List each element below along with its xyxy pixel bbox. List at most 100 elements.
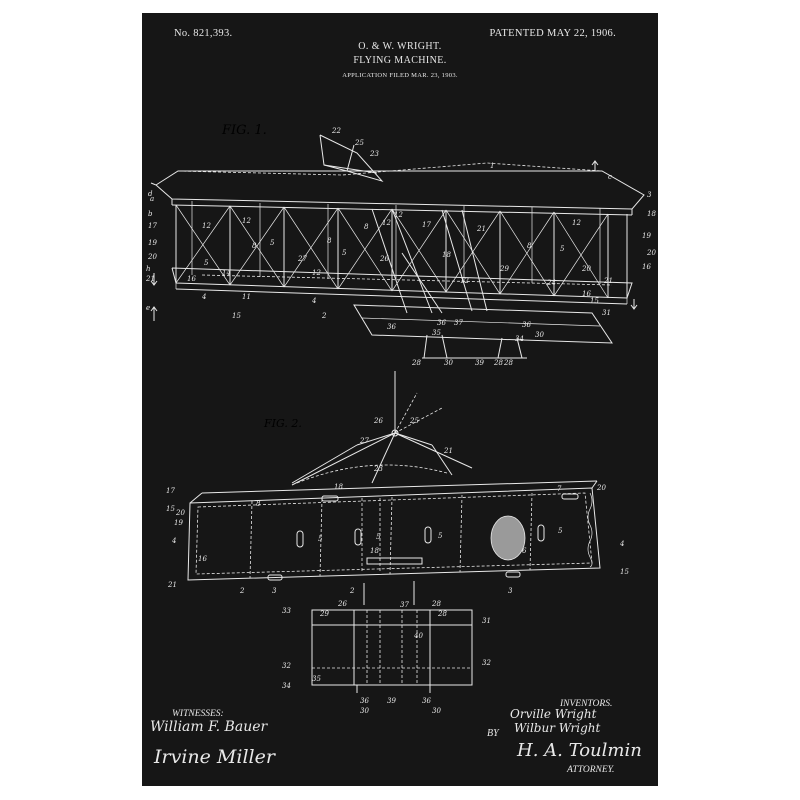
witness-signature-1: William F. Bauer (150, 719, 268, 735)
svg-text:39: 39 (387, 697, 396, 705)
svg-text:21: 21 (603, 277, 613, 285)
svg-text:18: 18 (370, 547, 379, 555)
svg-text:20: 20 (646, 249, 656, 257)
svg-text:4: 4 (171, 537, 176, 545)
svg-text:5: 5 (560, 245, 565, 253)
svg-text:31: 31 (482, 617, 491, 625)
svg-text:11: 11 (242, 293, 251, 301)
svg-text:28: 28 (493, 359, 503, 367)
svg-text:5: 5 (204, 259, 209, 267)
svg-text:32: 32 (482, 659, 491, 667)
inventors-line: O. & W. WRIGHT. (358, 41, 442, 52)
svg-text:18: 18 (334, 483, 343, 491)
svg-text:17: 17 (148, 222, 157, 230)
svg-text:39: 39 (475, 359, 484, 367)
svg-text:20: 20 (596, 484, 606, 492)
svg-text:3: 3 (272, 587, 277, 595)
svg-text:22: 22 (331, 127, 341, 135)
svg-text:18: 18 (647, 210, 656, 218)
svg-text:30: 30 (360, 707, 369, 715)
svg-text:2: 2 (321, 312, 327, 320)
svg-text:28: 28 (437, 610, 447, 618)
svg-text:16: 16 (187, 275, 196, 283)
patent-date: PATENTED MAY 22, 1906. (489, 28, 616, 39)
svg-text:12: 12 (242, 217, 251, 225)
svg-text:7: 7 (557, 485, 562, 493)
patent-poster: No. 821,393. PATENTED MAY 22, 1906. O. &… (142, 13, 658, 786)
svg-text:2: 2 (239, 587, 245, 595)
attorney-heading: ATTORNEY. (567, 765, 615, 775)
svg-text:12: 12 (394, 211, 403, 219)
svg-text:e: e (146, 304, 150, 312)
svg-text:12: 12 (460, 277, 469, 285)
svg-text:14: 14 (222, 269, 231, 277)
svg-text:h: h (146, 265, 151, 273)
patent-title: FLYING MACHINE. (353, 55, 447, 66)
witness-signature-2: Irvine Miller (154, 746, 275, 768)
svg-text:a: a (150, 195, 154, 203)
svg-text:d: d (148, 190, 153, 198)
by-label: BY (487, 728, 499, 739)
svg-text:21: 21 (476, 225, 486, 233)
svg-text:4: 4 (311, 297, 316, 305)
svg-text:3: 3 (647, 191, 652, 199)
svg-text:36: 36 (360, 697, 369, 705)
svg-text:3: 3 (508, 587, 513, 595)
svg-text:40: 40 (413, 632, 423, 640)
svg-text:27: 27 (359, 437, 369, 445)
svg-text:4: 4 (201, 293, 206, 301)
svg-text:4: 4 (619, 540, 624, 548)
svg-text:19: 19 (174, 519, 183, 527)
svg-text:17: 17 (422, 221, 431, 229)
fig2-label: FIG. 2. (264, 417, 302, 430)
svg-text:1: 1 (490, 162, 494, 170)
patent-number: No. 821,393. (174, 28, 233, 39)
svg-text:36: 36 (387, 323, 396, 331)
inventor-signature-1: Orville Wright (510, 707, 597, 721)
svg-text:36: 36 (522, 321, 531, 329)
svg-text:31: 31 (602, 309, 611, 317)
svg-text:12: 12 (382, 219, 391, 227)
svg-text:16: 16 (582, 290, 591, 298)
svg-text:2: 2 (349, 587, 355, 595)
svg-text:21: 21 (145, 275, 155, 283)
svg-text:36: 36 (422, 697, 431, 705)
svg-text:12: 12 (572, 219, 581, 227)
svg-text:25: 25 (354, 139, 364, 147)
svg-text:26: 26 (373, 417, 383, 425)
svg-text:30: 30 (432, 707, 441, 715)
application-filed: APPLICATION FILED MAR. 23, 1903. (342, 72, 458, 79)
svg-text:23: 23 (373, 465, 383, 473)
svg-text:8: 8 (527, 242, 532, 250)
svg-text:30: 30 (444, 359, 453, 367)
svg-text:32: 32 (282, 662, 291, 670)
svg-text:5: 5 (558, 527, 563, 535)
svg-text:15: 15 (620, 568, 629, 576)
svg-text:37: 37 (400, 601, 409, 609)
svg-text:28: 28 (411, 359, 421, 367)
svg-text:27: 27 (297, 255, 307, 263)
svg-text:8: 8 (252, 242, 257, 250)
svg-text:16: 16 (198, 555, 207, 563)
svg-text:36: 36 (437, 319, 446, 327)
svg-text:8: 8 (256, 500, 261, 508)
svg-text:34: 34 (515, 335, 524, 343)
svg-text:34: 34 (282, 682, 291, 690)
svg-text:20: 20 (581, 265, 591, 273)
svg-text:19: 19 (642, 232, 651, 240)
svg-text:c: c (608, 173, 612, 181)
svg-text:8: 8 (327, 237, 332, 245)
inventors-heading: INVENTORS. (560, 699, 613, 709)
inventor-signature-2: Wilbur Wright (514, 721, 601, 735)
svg-text:8: 8 (364, 223, 369, 231)
svg-text:5: 5 (270, 239, 275, 247)
svg-text:33: 33 (282, 607, 291, 615)
svg-text:5: 5 (318, 535, 323, 543)
svg-text:28: 28 (431, 600, 441, 608)
svg-text:5: 5 (342, 249, 347, 257)
svg-text:37: 37 (454, 319, 463, 327)
svg-text:20: 20 (175, 509, 185, 517)
svg-text:24: 24 (546, 279, 556, 287)
